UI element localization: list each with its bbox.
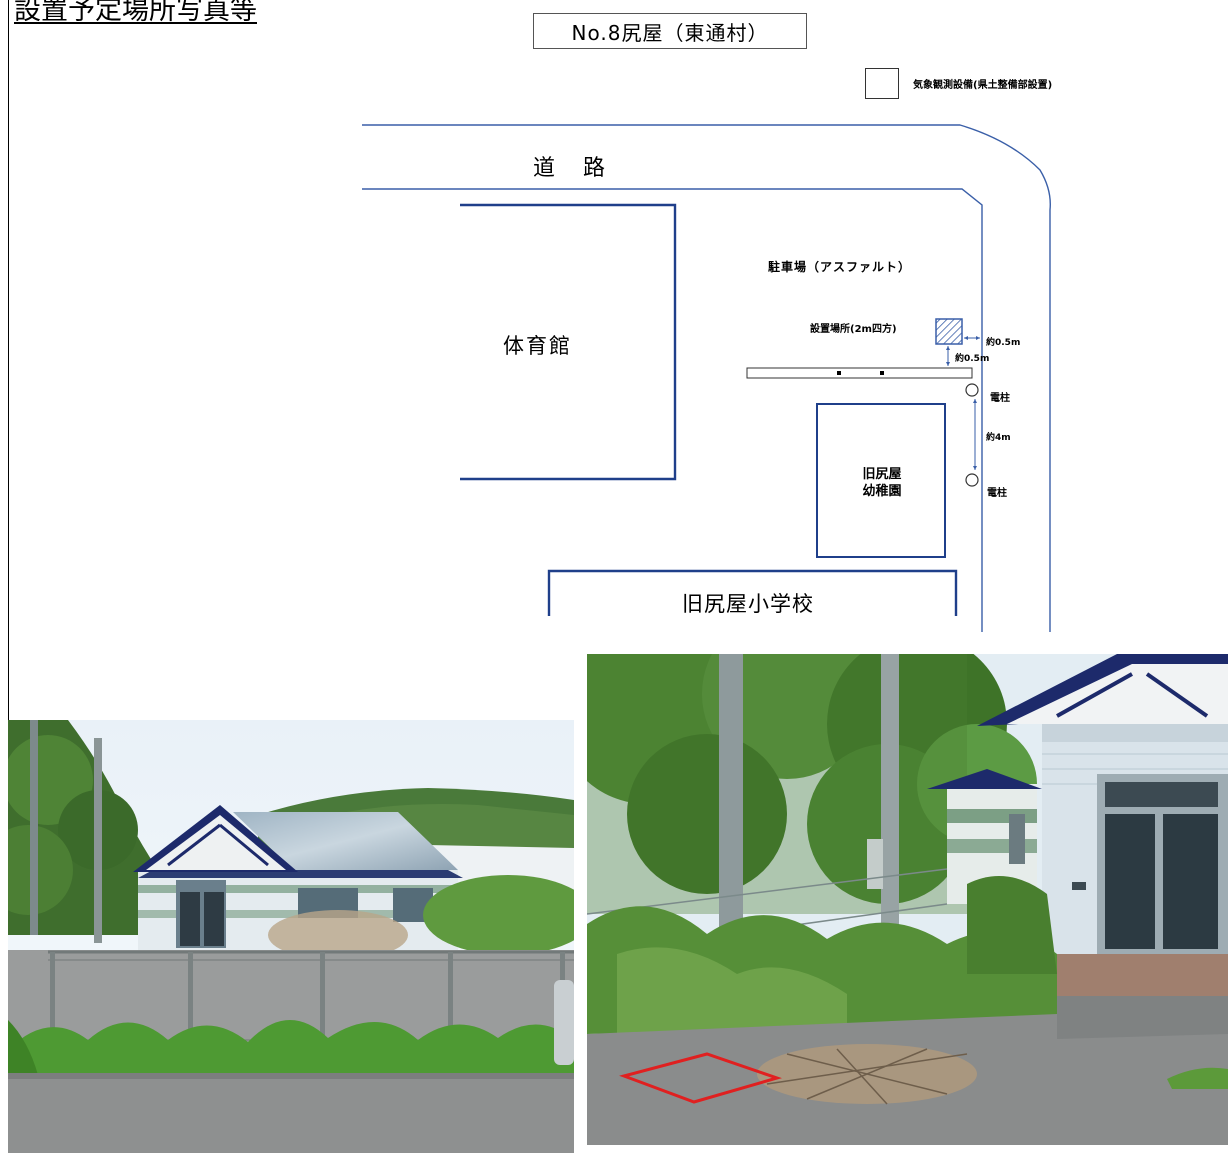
gym-label: 体育館 <box>503 334 572 358</box>
legend-label: 気象観測設備(県土整備部設置) <box>913 80 1053 91</box>
page-heading: 設置予定場所写真等 <box>14 0 257 26</box>
pole-label-upper: 電柱 <box>990 393 1010 404</box>
kindergarten-label: 旧尻屋 幼稚園 <box>862 467 902 499</box>
page-left-rule <box>8 0 9 720</box>
road-outer-edge <box>362 124 1051 632</box>
distance-label-vertical: 約0.5m <box>955 354 990 364</box>
hatched-square-icon <box>935 318 963 345</box>
kindergarten-outline <box>816 403 946 558</box>
distance-label-horizontal: 約0.5m <box>986 338 1021 348</box>
pole-label-lower: 電柱 <box>987 488 1007 499</box>
road-label: 道路 <box>533 156 634 181</box>
gym-outline <box>460 203 677 481</box>
school-outline <box>547 569 958 616</box>
site-map <box>362 124 1051 632</box>
utility-pole-icon <box>965 383 979 397</box>
site-title-box: No.8尻屋（東通村） <box>533 13 807 49</box>
site-photo-building <box>8 720 574 1153</box>
distance-label-poles: 約4m <box>986 433 1011 443</box>
site-photo-install-spot <box>587 654 1228 1145</box>
road-inner-edge <box>362 188 983 632</box>
install-site-label: 設置場所(2m四方) <box>810 324 897 335</box>
fence-bar <box>746 367 973 379</box>
install-marker <box>619 1052 782 1104</box>
utility-pole-icon <box>965 473 979 487</box>
parking-label: 駐車場（アスファルト） <box>768 260 912 274</box>
school-label: 旧尻屋小学校 <box>682 592 814 616</box>
legend-square-icon <box>865 68 899 99</box>
